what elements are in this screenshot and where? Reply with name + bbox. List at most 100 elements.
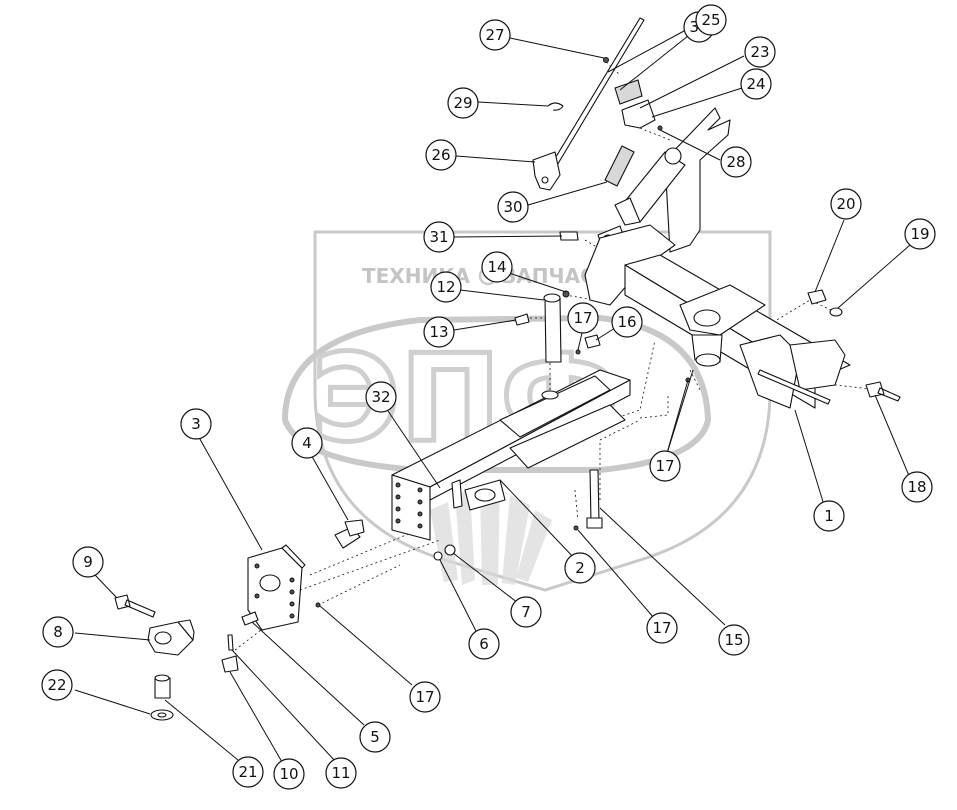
callout-6: 6 [468, 628, 500, 660]
callout-10: 10 [273, 758, 305, 790]
callout-5: 5 [359, 721, 391, 753]
svg-text:4: 4 [302, 434, 312, 452]
svg-text:21: 21 [238, 763, 257, 781]
svg-text:17: 17 [652, 619, 671, 637]
part-nut-20 [807, 289, 827, 305]
part-bolt-18 [865, 381, 901, 402]
callouts: 27 33 25 23 24 29 28 26 30 20 19 31 14 1… [41, 4, 936, 790]
svg-text:9: 9 [83, 553, 93, 571]
svg-text:8: 8 [53, 623, 63, 641]
part-bolt-5 [241, 611, 259, 626]
part-pin-29 [547, 102, 564, 111]
part-28-bolt [657, 125, 663, 131]
part-hinge-26-hole [541, 176, 549, 184]
part-nut-7 [444, 544, 456, 556]
part-pin-12 [544, 297, 562, 363]
svg-text:7: 7 [521, 603, 531, 621]
parts [114, 17, 901, 721]
svg-text:27: 27 [485, 26, 504, 44]
svg-text:23: 23 [750, 43, 769, 61]
svg-text:1: 1 [824, 507, 834, 525]
svg-text:3: 3 [191, 415, 201, 433]
callout-1: 1 [813, 500, 845, 532]
part-drawbar-2 [391, 369, 631, 541]
watermark-wheat-icon [430, 486, 552, 585]
callout-23: 23 [744, 36, 776, 68]
part-bolt-15 [589, 469, 600, 523]
svg-text:2: 2 [575, 559, 585, 577]
callout-25: 25 [695, 4, 727, 36]
callout-4: 4 [291, 427, 323, 459]
svg-text:12: 12 [436, 278, 455, 296]
svg-text:31: 31 [429, 228, 448, 246]
svg-text:26: 26 [431, 146, 450, 164]
callout-17-top: 17 [567, 302, 599, 334]
callout-3: 3 [180, 408, 212, 440]
svg-text:22: 22 [47, 676, 66, 694]
svg-text:10: 10 [279, 765, 298, 783]
callout-15: 15 [718, 624, 750, 656]
svg-text:29: 29 [453, 94, 472, 112]
part-nut-16 [584, 334, 601, 349]
part-washer-6 [433, 551, 443, 561]
callout-28: 28 [720, 146, 752, 178]
part-pin-11 [227, 634, 234, 651]
callout-16: 16 [611, 306, 643, 338]
svg-text:24: 24 [746, 75, 765, 93]
svg-text:13: 13 [429, 323, 448, 341]
svg-text:32: 32 [371, 388, 390, 406]
svg-text:15: 15 [724, 631, 743, 649]
svg-text:17: 17 [655, 457, 674, 475]
callout-17-right: 17 [649, 450, 681, 482]
svg-text:25: 25 [701, 11, 720, 29]
part-17-dot-c [573, 525, 579, 531]
callout-14: 14 [481, 251, 513, 283]
callout-17-bottom: 17 [646, 612, 678, 644]
part-sleeve-30 [604, 145, 635, 187]
callout-21: 21 [232, 756, 264, 788]
svg-text:17: 17 [415, 688, 434, 706]
part-14 [562, 290, 570, 298]
part-washer-19 [829, 307, 843, 317]
callout-29: 29 [447, 87, 479, 119]
watermark-swoosh [281, 314, 712, 473]
svg-text:6: 6 [479, 635, 489, 653]
part-27 [603, 57, 609, 63]
callout-24: 24 [740, 68, 772, 100]
callout-11: 11 [325, 757, 357, 789]
callout-12: 12 [430, 271, 462, 303]
svg-text:14: 14 [487, 258, 506, 276]
leader-lines [74, 27, 911, 763]
svg-text:19: 19 [910, 225, 929, 243]
callout-18: 18 [901, 471, 933, 503]
part-bolt-9 [114, 594, 156, 618]
svg-text:17: 17 [573, 309, 592, 327]
part-pin-31 [559, 231, 579, 241]
callout-7: 7 [510, 596, 542, 628]
callout-26: 26 [425, 139, 457, 171]
svg-text:30: 30 [503, 198, 522, 216]
svg-text:18: 18 [907, 478, 926, 496]
callout-19: 19 [904, 218, 936, 250]
part-17-dot-a [575, 349, 581, 355]
callout-22: 22 [41, 669, 73, 701]
svg-text:11: 11 [331, 764, 350, 782]
callout-13: 13 [423, 316, 455, 348]
part-drawbar-holes [395, 482, 423, 529]
callout-20: 20 [830, 188, 862, 220]
callout-8: 8 [42, 616, 74, 648]
part-hinge-26 [532, 151, 561, 191]
callout-32: 32 [365, 381, 397, 413]
part-bracket-25 [614, 79, 643, 105]
part-17-dot-d [315, 602, 321, 608]
callout-17-left: 17 [409, 681, 441, 713]
part-nut-10 [221, 655, 239, 673]
svg-text:16: 16 [617, 313, 636, 331]
svg-text:28: 28 [726, 153, 745, 171]
svg-text:20: 20 [836, 195, 855, 213]
callout-2: 2 [564, 552, 596, 584]
callout-9: 9 [72, 546, 104, 578]
part-bracket-23 [621, 99, 656, 129]
svg-text:5: 5 [370, 728, 380, 746]
